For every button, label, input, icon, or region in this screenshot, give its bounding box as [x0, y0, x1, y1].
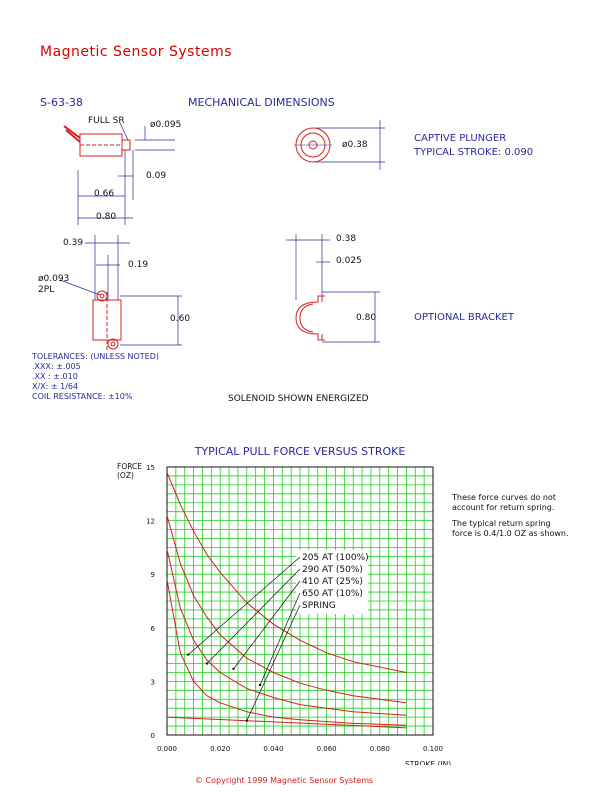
dim-039-label: 0.39 [63, 238, 84, 248]
y-tick-label: 9 [151, 571, 155, 579]
dim-080-width-label: 0.80 [96, 212, 117, 222]
force-curve-note: These force curves do not account for re… [452, 493, 569, 539]
legend-leader-dot [205, 662, 209, 665]
legend-label: 290 AT (50%) [302, 565, 363, 575]
series-line [166, 515, 407, 704]
part-number: S-63-38 [40, 96, 83, 109]
dimension-lines [59, 120, 385, 346]
x-tick-label: 0.080 [370, 745, 390, 753]
solenoid-side-view [63, 125, 131, 157]
tolerance-line: TOLERANCES: (UNLESS NOTED) [32, 352, 160, 361]
plot-frame [166, 466, 434, 736]
optional-bracket-label: OPTIONAL BRACKET [414, 312, 514, 323]
series-line [166, 472, 407, 673]
series-line [166, 579, 407, 726]
y-tick-label: 12 [146, 518, 155, 526]
legend-leader-line [233, 580, 301, 670]
legend-leader-dot [187, 653, 190, 656]
legend-leader-dot [232, 667, 235, 671]
dia-0095-label: ø0.095 [150, 120, 182, 130]
dia-0093-label: ø0.093 [38, 274, 70, 284]
legend-label: SPRING [302, 601, 336, 611]
dim-066-label: 0.66 [94, 189, 115, 199]
note-line: The typical return spring [452, 519, 551, 528]
series-line [166, 549, 407, 716]
tolerance-line: COIL RESISTANCE: ±10% [32, 392, 133, 401]
legend-label: 205 AT (100%) [302, 553, 369, 563]
x-tick-label: 0.040 [263, 745, 283, 753]
full-sr-label: FULL SR [88, 116, 125, 126]
dim-0025-label: 0.025 [336, 256, 362, 266]
pull-force-chart: TYPICAL PULL FORCE VERSUS STROKE 0 3 6 9 12 15… [117, 445, 451, 765]
solenoid-front-view [92, 290, 122, 350]
legend-leader-dot [245, 719, 248, 722]
captive-plunger-label: CAPTIVE PLUNGER [414, 133, 507, 144]
note-line: These force curves do not [452, 493, 556, 502]
section-title: MECHANICAL DIMENSIONS [188, 96, 335, 109]
note-line: account for return spring. [452, 503, 555, 512]
legend-background [296, 550, 368, 614]
chart-title: TYPICAL PULL FORCE VERSUS STROKE [194, 445, 406, 458]
series-line [166, 716, 407, 729]
x-tick-label: 0.020 [210, 745, 230, 753]
mechanical-drawing [59, 120, 385, 350]
tolerance-line: .XXX: ±.005 [32, 362, 81, 371]
x-tick-label: 0.100 [423, 745, 443, 753]
x-tick-label: 0.060 [317, 745, 337, 753]
legend-leader-line [206, 568, 301, 664]
y-tick-label: 0 [151, 732, 155, 740]
dia-038-label: ø0.38 [342, 140, 368, 150]
dim-038-label: 0.38 [336, 234, 357, 244]
tolerances-block: TOLERANCES: (UNLESS NOTED) .XXX: ±.005 .… [32, 352, 159, 402]
plunger-end-view [294, 127, 332, 163]
legend-label: 650 AT (10%) [302, 589, 363, 599]
legend-label: 410 AT (25%) [302, 577, 363, 587]
legend-leader-dot [258, 683, 262, 687]
dim-019-label: 0.19 [128, 260, 149, 270]
y-tick-label: 15 [146, 464, 155, 472]
tolerance-line: X/X: ± 1/64 [32, 382, 79, 391]
y-axis-label: (OZ) [117, 471, 134, 480]
y-tick-label: 6 [151, 625, 156, 633]
legend-leader-line [246, 604, 301, 721]
y-tick-label: 3 [151, 678, 155, 686]
y-axis-label: FORCE [117, 462, 142, 471]
legend-leader-line [188, 556, 301, 655]
note-line: force is 0.4/1.0 OZ as shown. [452, 529, 569, 538]
2pl-label: 2PL [38, 285, 55, 295]
optional-bracket-drawing [295, 295, 325, 341]
copyright: © Copyright 1999 Magnetic Sensor Systems [195, 776, 374, 785]
legend-leader-line [259, 592, 301, 686]
x-axis-label: STROKE (IN) [405, 760, 451, 765]
x-tick-label: 0.000 [157, 745, 177, 753]
solenoid-note: SOLENOID SHOWN ENERGIZED [228, 394, 369, 404]
dim-060-label: 0.60 [170, 314, 191, 324]
tolerance-line: .XX : ±.010 [32, 372, 78, 381]
typical-stroke-label: TYPICAL STROKE: 0.090 [414, 147, 534, 158]
brand-title: Magnetic Sensor Systems [40, 44, 232, 60]
dim-009-label: 0.09 [146, 171, 167, 181]
dim-080-height-label: 0.80 [356, 313, 377, 323]
